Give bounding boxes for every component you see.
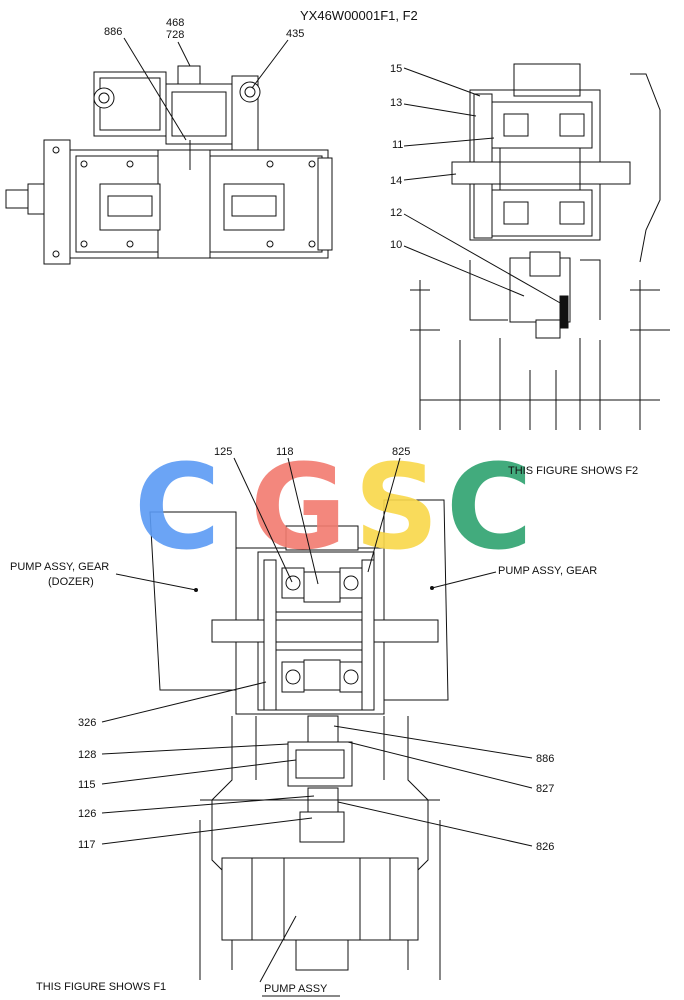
watermark-letter-g: G bbox=[250, 438, 347, 576]
callout-728: 728 bbox=[166, 29, 184, 41]
pump-assembly-top-view bbox=[5, 65, 333, 265]
note-this-figure-shows-f1: THIS FIGURE SHOWS F1 bbox=[36, 981, 166, 993]
section-top-right-view bbox=[410, 63, 670, 430]
diagram-title: YX46W00001F1, F2 bbox=[300, 8, 418, 23]
callout-826: 826 bbox=[536, 841, 554, 853]
callout-12: 12 bbox=[390, 207, 402, 219]
callout-468: 468 bbox=[166, 17, 184, 29]
callout-827: 827 bbox=[536, 783, 554, 795]
watermark-letter-s: S bbox=[354, 438, 439, 576]
callout-326: 326 bbox=[78, 717, 96, 729]
callout-128: 128 bbox=[78, 749, 96, 761]
note-this-figure-shows-f2: THIS FIGURE SHOWS F2 bbox=[508, 465, 638, 477]
callout-10: 10 bbox=[390, 239, 402, 251]
callout-117: 117 bbox=[78, 839, 96, 851]
callout-118: 118 bbox=[276, 446, 294, 458]
watermark-letter-c1: C bbox=[134, 438, 221, 576]
callout-11: 11 bbox=[392, 139, 403, 151]
callout-13: 13 bbox=[390, 97, 402, 109]
callout-15: 15 bbox=[390, 63, 402, 75]
label-pump-assy-gear-dozer: PUMP ASSY, GEAR bbox=[10, 561, 109, 573]
callout-825: 825 bbox=[392, 446, 410, 458]
callout-435: 435 bbox=[286, 28, 304, 40]
callout-125: 125 bbox=[214, 446, 232, 458]
label-pump-assy-gear: PUMP ASSY, GEAR bbox=[498, 565, 597, 577]
callout-886-top: 886 bbox=[104, 26, 122, 38]
watermark: C G S C bbox=[134, 438, 533, 576]
watermark-letter-c2: C bbox=[446, 438, 533, 576]
label-pump-assy: PUMP ASSY bbox=[264, 983, 328, 995]
callout-126: 126 bbox=[78, 808, 96, 820]
section-bottom-view bbox=[149, 499, 449, 980]
callout-886-bottom: 886 bbox=[536, 753, 554, 765]
label-pump-assy-gear-dozer-line2: (DOZER) bbox=[48, 576, 94, 588]
callout-14: 14 bbox=[390, 175, 402, 187]
callout-115: 115 bbox=[78, 779, 96, 791]
